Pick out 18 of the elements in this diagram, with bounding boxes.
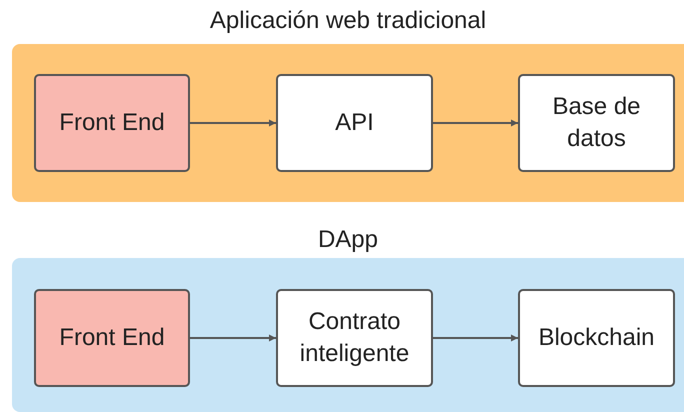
box-label: API [335,108,374,138]
group-heading: DApp [318,225,378,255]
arrow [190,334,276,342]
process-box [34,289,190,387]
arrow [433,334,518,342]
box-label: Blockchain [538,323,655,353]
process-box [518,74,675,172]
process-box [34,74,190,172]
process-box [276,74,433,172]
process-box [518,289,675,387]
box-label: Base de datos [551,92,642,154]
process-box [276,289,433,387]
box-label: Front End [59,323,165,353]
arrow [190,120,276,126]
box-label: Front End [59,108,165,138]
box-label: Contrato inteligente [298,307,410,369]
arrow [433,120,518,126]
group-heading: Aplicación web tradicional [210,6,486,36]
